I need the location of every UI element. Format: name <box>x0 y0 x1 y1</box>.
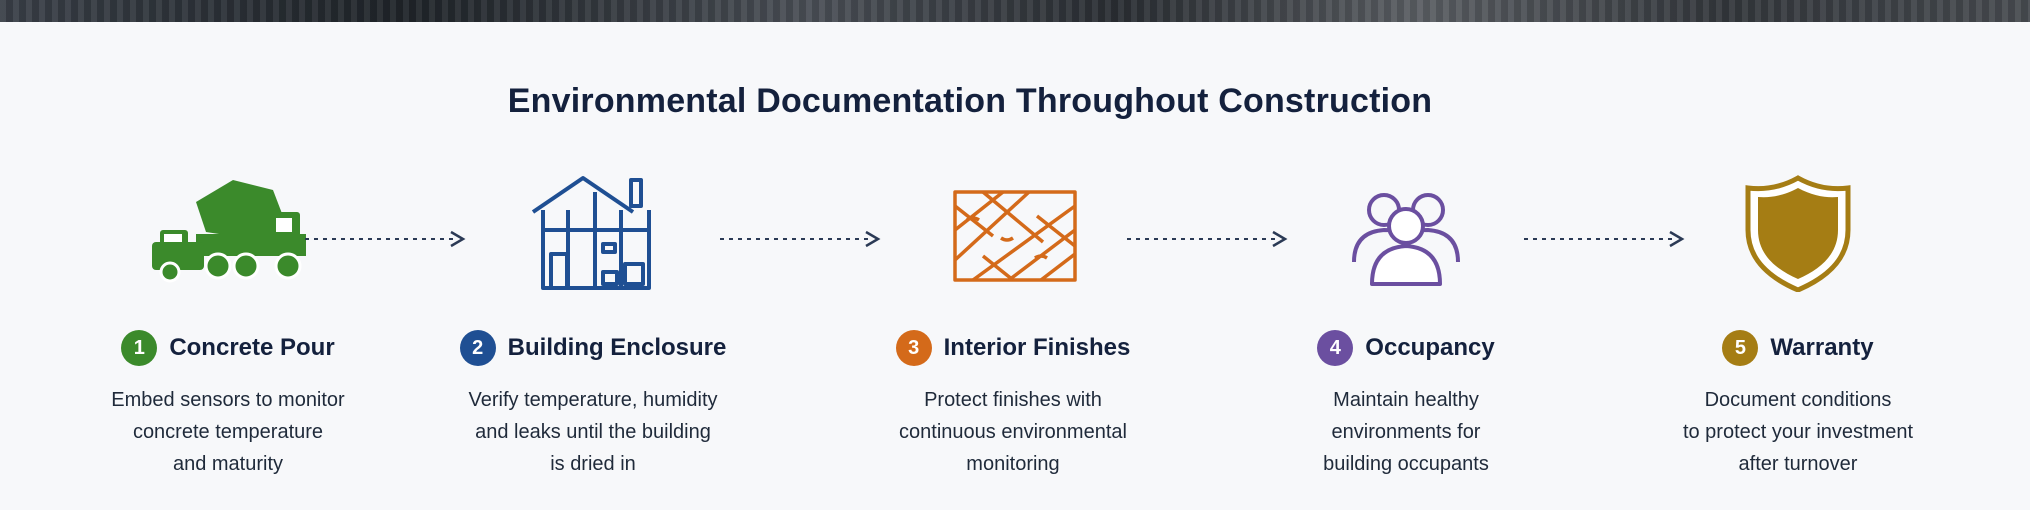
step-description: Embed sensors to monitor concrete temper… <box>111 389 345 475</box>
step-label: Warranty <box>1770 334 1874 361</box>
dotted-arrow-icon <box>305 230 466 248</box>
step-number-badge: 4 <box>1317 330 1354 366</box>
step-description: Maintain healthy environments for buildi… <box>1323 389 1489 475</box>
building-frame-icon <box>423 172 763 302</box>
page-title: Environmental Documentation Throughout C… <box>507 82 1433 120</box>
step-number-badge: 2 <box>459 330 496 366</box>
dotted-arrow-icon <box>1524 230 1685 248</box>
header-photo-strip <box>0 0 2030 22</box>
step-number-badge: 3 <box>895 330 932 366</box>
dotted-arrow-icon <box>1127 230 1288 248</box>
timeline-panel: Environmental Documentation Throughout C… <box>0 22 2030 510</box>
shield-icon <box>1628 172 1968 302</box>
step-label: Concrete Pour <box>169 334 335 361</box>
wood-flooring-icon <box>843 172 1183 302</box>
step-label: Interior Finishes <box>943 334 1131 361</box>
step-description: Protect finishes with continuous environ… <box>899 389 1127 475</box>
concrete-mixer-truck-icon <box>58 172 398 302</box>
step-label: Occupancy <box>1365 334 1495 361</box>
dotted-arrow-icon <box>720 230 881 248</box>
people-group-icon <box>1236 172 1576 302</box>
step-description: Verify temperature, humidity and leaks u… <box>468 389 718 475</box>
step-description: Document conditions to protect your inve… <box>1682 389 1914 475</box>
step-label: Building Enclosure <box>507 334 727 361</box>
step-number-badge: 5 <box>1722 330 1759 366</box>
step-number-badge: 1 <box>121 330 158 366</box>
